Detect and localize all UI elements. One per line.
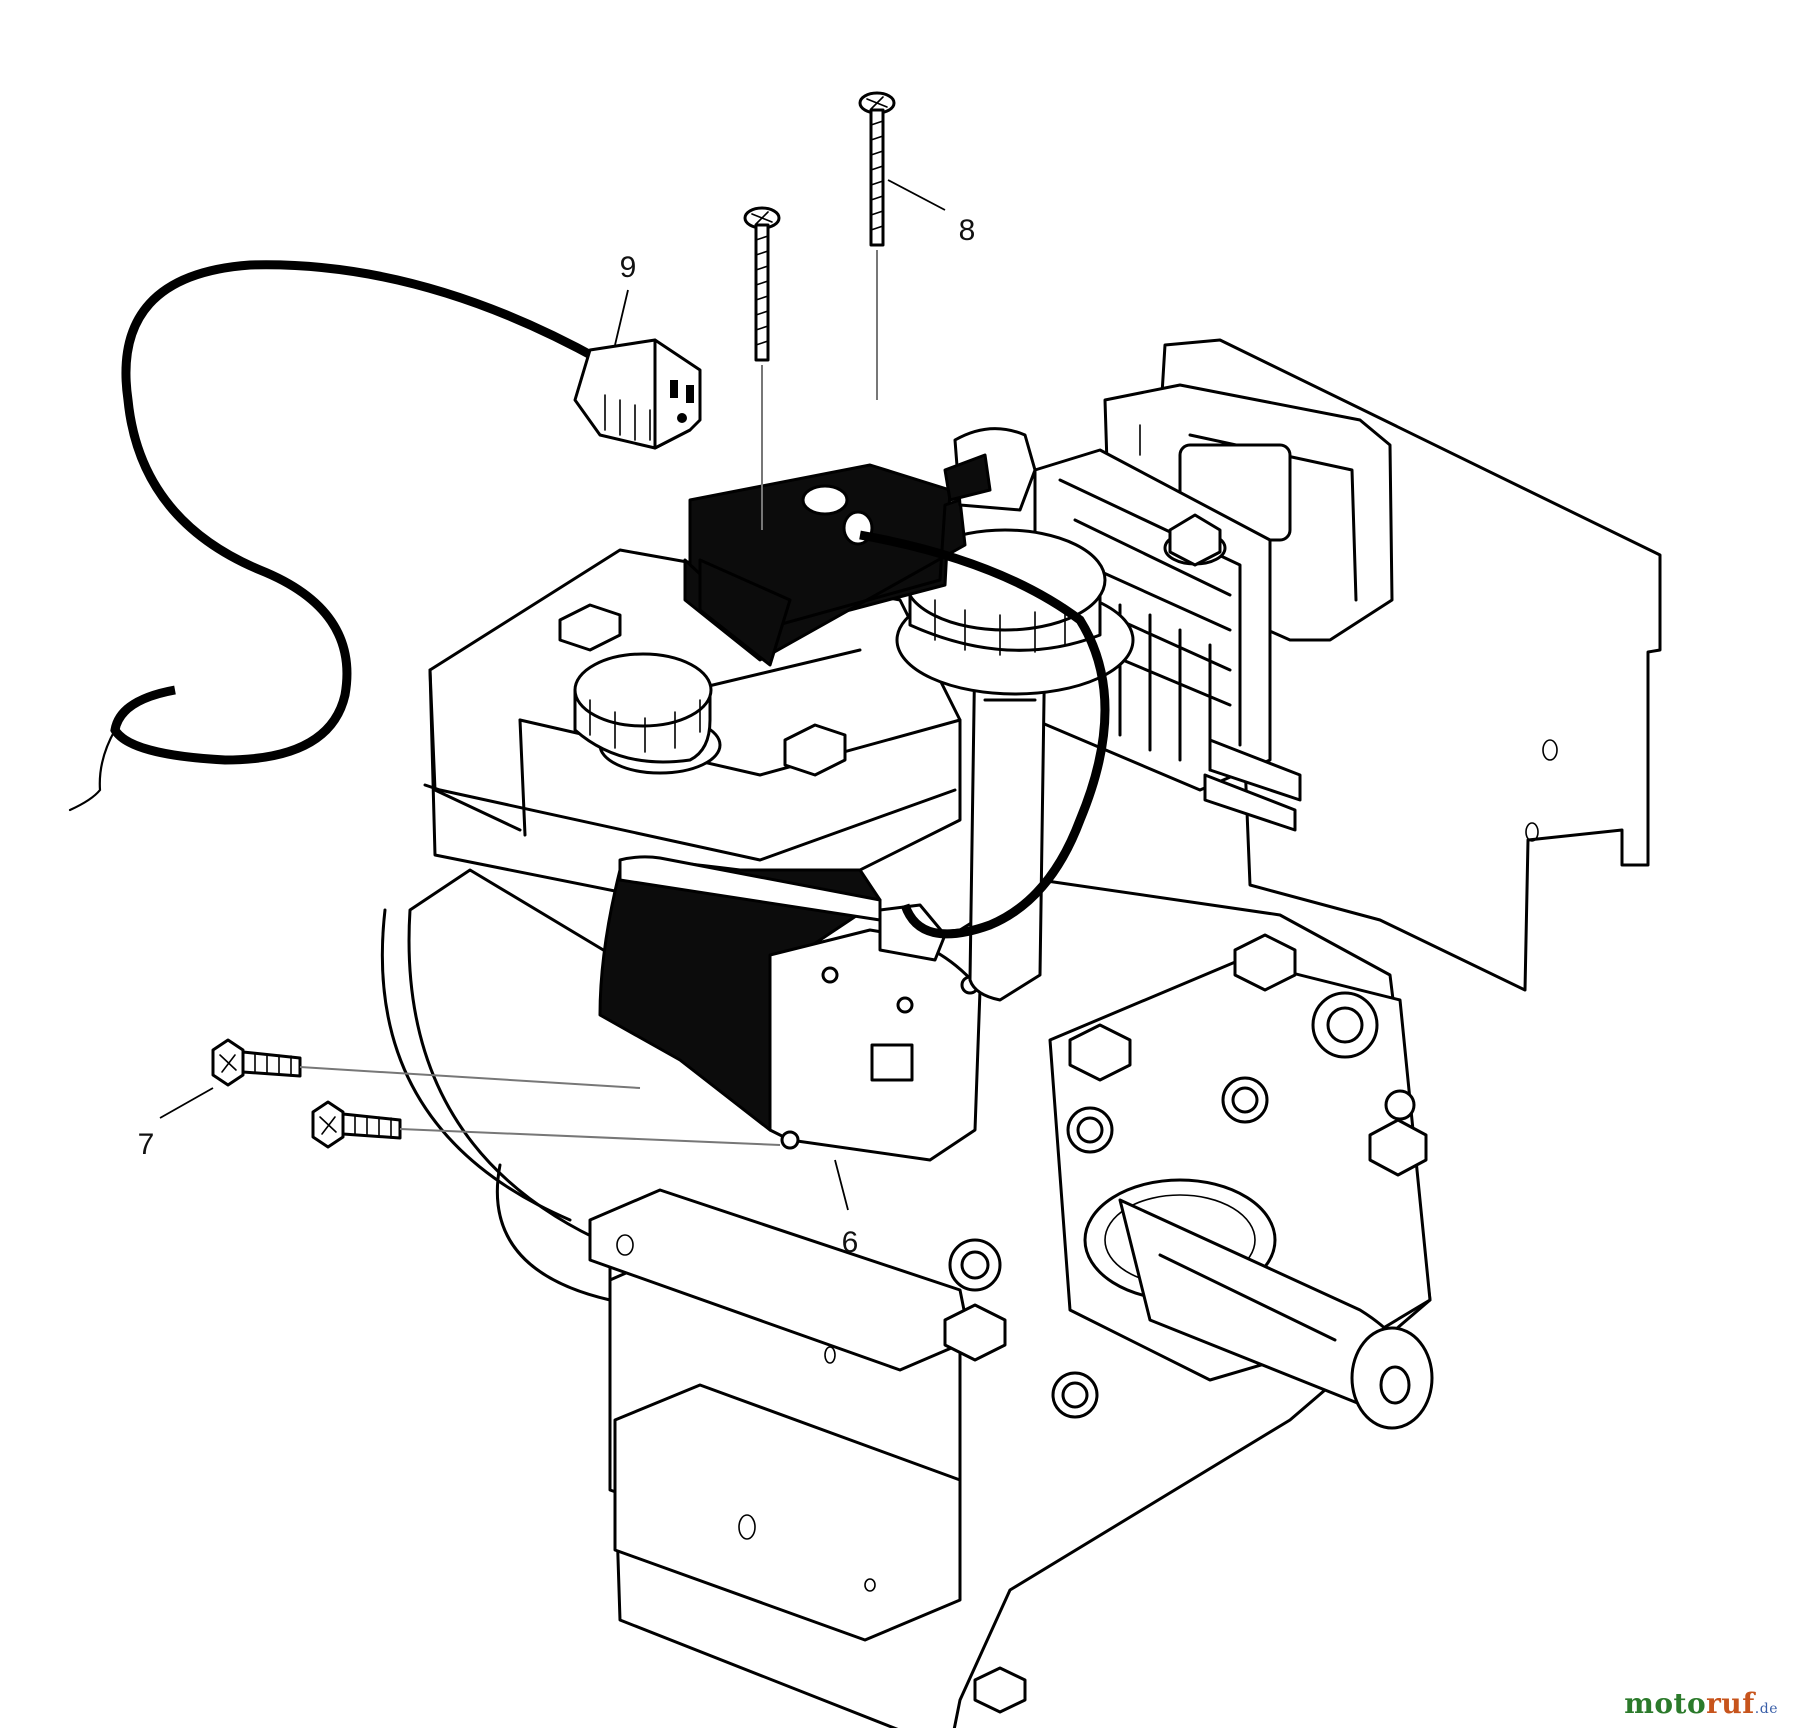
head-bolt — [1163, 513, 1227, 567]
leader-9 — [614, 289, 629, 346]
switch-box-screw-long — [858, 91, 896, 400]
power-cord — [110, 260, 603, 765]
callout-6: 6 — [842, 1226, 859, 1259]
starter-motor — [598, 855, 982, 1162]
starter-mount-bolt-upper — [211, 1038, 641, 1089]
watermark-part-b: ruf — [1706, 1687, 1755, 1720]
watermark-logo: motoruf.de — [1624, 1687, 1778, 1720]
crankshaft — [1118, 1198, 1434, 1430]
cover-bosses — [948, 991, 1416, 1419]
leader-6 — [834, 1159, 849, 1211]
callout-8: 8 — [959, 214, 976, 247]
starter-mount-bolt-lower — [311, 1100, 781, 1149]
watermark-part-a: moto — [1624, 1687, 1707, 1720]
crankcase-bolts — [943, 933, 1428, 1714]
starter-switch-box — [683, 427, 1037, 667]
starter-cable — [859, 530, 1110, 939]
fuel-cap — [573, 652, 722, 775]
leader-7 — [159, 1087, 214, 1119]
callout-9: 9 — [620, 251, 637, 284]
power-plug — [573, 338, 702, 450]
watermark-part-c: .de — [1754, 1701, 1778, 1717]
callout-7: 7 — [138, 1128, 155, 1161]
leader-8 — [887, 179, 946, 211]
switch-box-screw-short — [743, 206, 781, 530]
power-cord-tail — [68, 728, 117, 812]
mounting-base — [588, 1188, 972, 1642]
